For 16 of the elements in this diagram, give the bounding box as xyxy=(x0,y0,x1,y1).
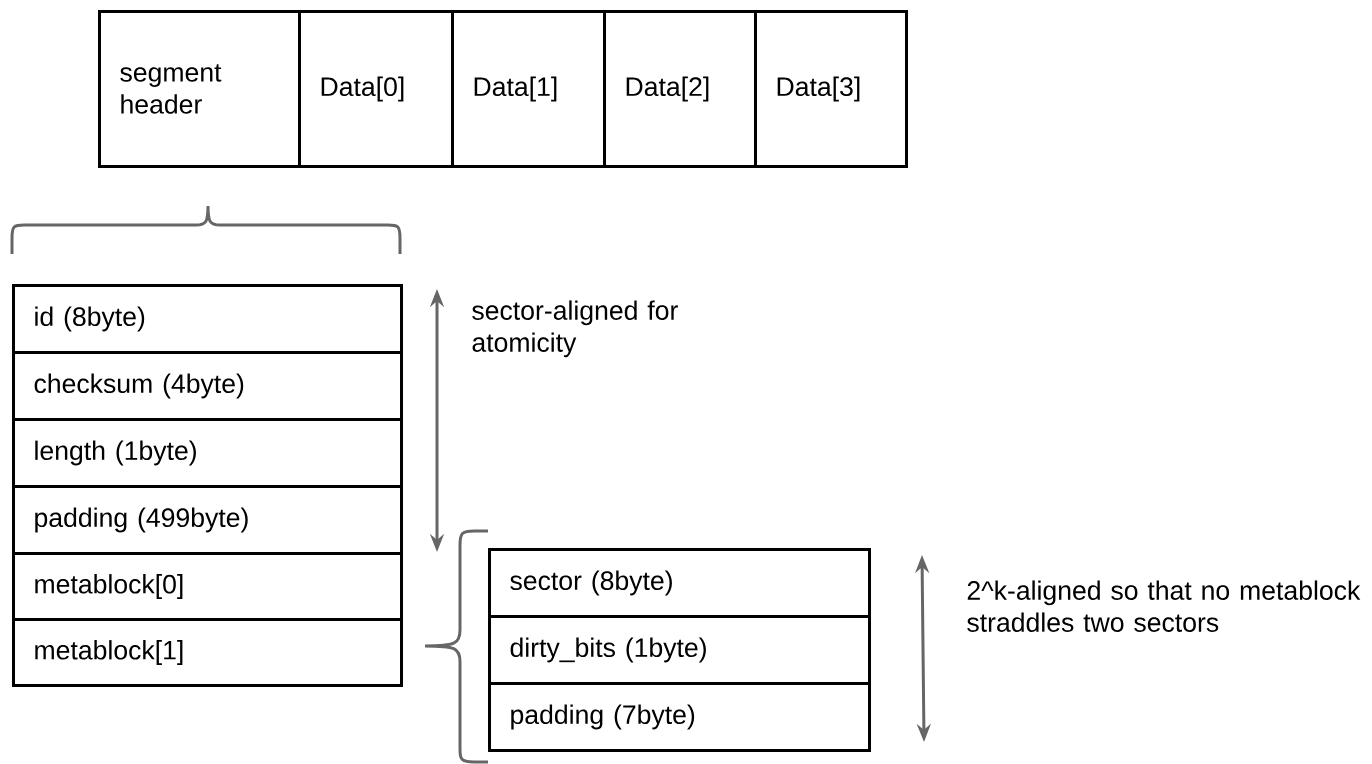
field-cell: padding (499byte) xyxy=(12,485,403,555)
header-cell: segment header xyxy=(98,10,301,168)
field-cell: metablock[1] xyxy=(12,618,403,687)
field-cell: id (8byte) xyxy=(12,284,403,354)
header-cell: Data[0] xyxy=(298,10,454,168)
field-cell: padding (7byte) xyxy=(488,682,871,752)
header-cell: Data[1] xyxy=(451,10,606,168)
header-cell: Data[3] xyxy=(754,10,908,168)
field-cell: dirty_bits (1byte) xyxy=(488,615,871,685)
field-cell: sector (8byte) xyxy=(488,548,871,618)
annotation: sector-aligned for atomicity xyxy=(472,300,678,358)
field-cell: metablock[0] xyxy=(12,552,403,621)
annotation: 2^k-aligned so that no metablock straddles two sectors xyxy=(967,580,1361,632)
field-cell: length (1byte) xyxy=(12,418,403,488)
field-cell: checksum (4byte) xyxy=(12,351,403,421)
header-cell: Data[2] xyxy=(603,10,757,168)
